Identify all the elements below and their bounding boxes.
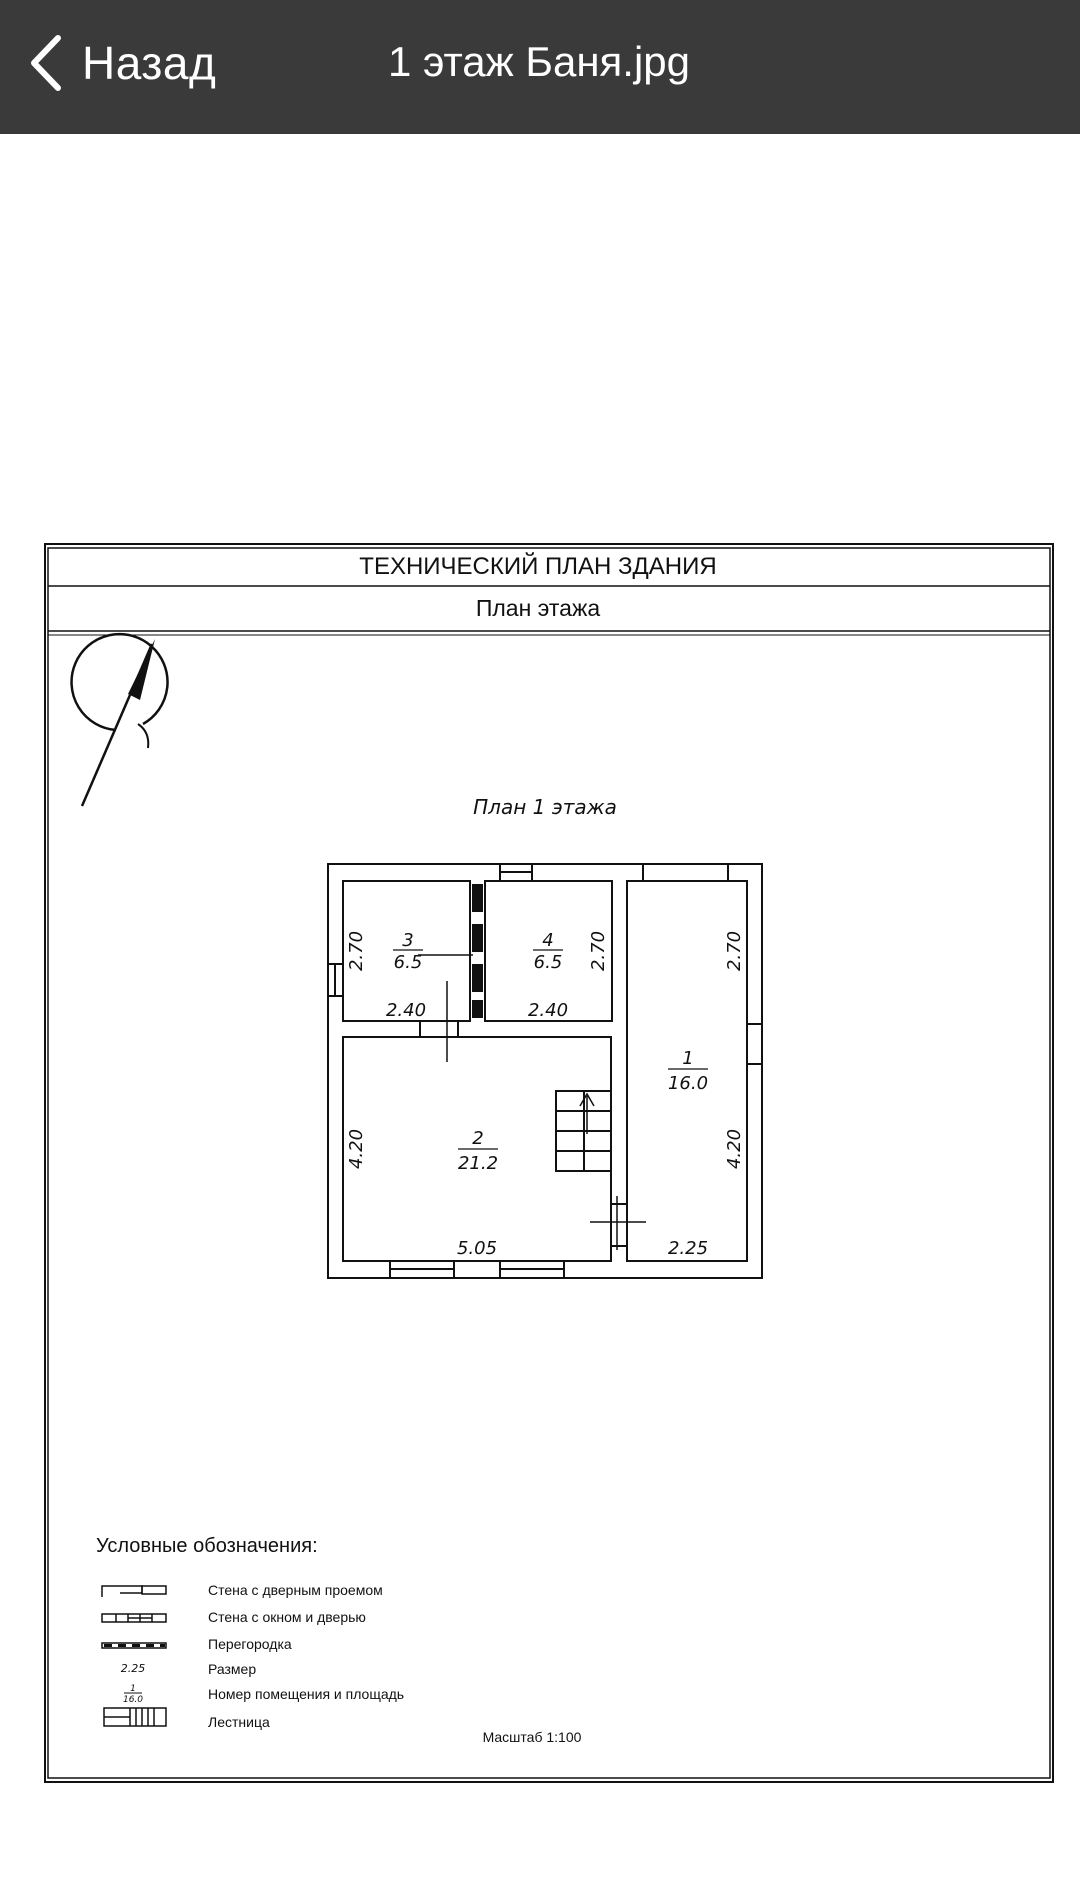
legend-sample-room-number: 1 [130, 1684, 136, 1694]
legend-partition-hatch [104, 1644, 165, 1647]
top-bar: Назад 1 этаж Баня.jpg [0, 0, 1080, 134]
legend-symbols [101, 1585, 167, 1727]
room2-area: 21.2 [458, 1153, 498, 1174]
legend-item-room-number-area: Номер помещения и площадь [208, 1686, 404, 1702]
legend-sample-room-area: 16.0 [123, 1695, 143, 1705]
floor-plan-image: ТЕХНИЧЕСКИЙ ПЛАН ЗДАНИЯ План этажа План … [44, 543, 1054, 1783]
dim-room1-width: 2.25 [668, 1238, 708, 1259]
building-plan [327, 863, 763, 1279]
dim-room3-width: 2.40 [386, 1000, 426, 1021]
room4-area: 6.5 [534, 952, 563, 973]
document-viewer[interactable]: ТЕХНИЧЕСКИЙ ПЛАН ЗДАНИЯ План этажа План … [0, 134, 1080, 1886]
plan-title: План 1 этажа [473, 795, 617, 819]
legend-item-partition: Перегородка [208, 1636, 292, 1652]
dim-room3-height: 2.70 [346, 931, 367, 971]
back-label: Назад [82, 37, 217, 89]
dim-room4-height: 2.70 [588, 931, 609, 971]
dim-room2-height: 4.20 [346, 1129, 367, 1169]
legend-title: Условные обозначения: [96, 1535, 318, 1557]
back-button[interactable]: Назад [28, 28, 216, 98]
room1-number: 1 [682, 1048, 693, 1069]
room3-number: 3 [402, 930, 413, 951]
legend-item-door-wall: Стена с дверным проемом [208, 1582, 383, 1598]
legend-item-staircase: Лестница [208, 1714, 270, 1730]
dim-room1-top-height: 2.70 [724, 931, 745, 971]
legend-item-dimension: Размер [208, 1661, 256, 1677]
room4-number: 4 [542, 930, 553, 951]
dim-room1-bottom-height: 4.20 [724, 1129, 745, 1169]
legend-item-window-door-wall: Стена с окном и дверью [208, 1609, 366, 1625]
scale-label: Масштаб 1:100 [483, 1729, 582, 1745]
partition-hatch [472, 884, 483, 1018]
room1-area: 16.0 [668, 1073, 708, 1094]
dim-room2-width: 5.05 [457, 1238, 497, 1259]
file-title: 1 этаж Баня.jpg [388, 38, 690, 85]
header-subtitle: План этажа [476, 595, 601, 621]
chevron-left-icon [31, 35, 61, 91]
north-arrow-icon [70, 632, 169, 807]
room2-number: 2 [472, 1128, 483, 1149]
dim-room4-width: 2.40 [528, 1000, 568, 1021]
room3-area: 6.5 [394, 952, 423, 973]
legend-sample-dimension: 2.25 [121, 1662, 146, 1675]
header-title: ТЕХНИЧЕСКИЙ ПЛАН ЗДАНИЯ [359, 552, 716, 580]
